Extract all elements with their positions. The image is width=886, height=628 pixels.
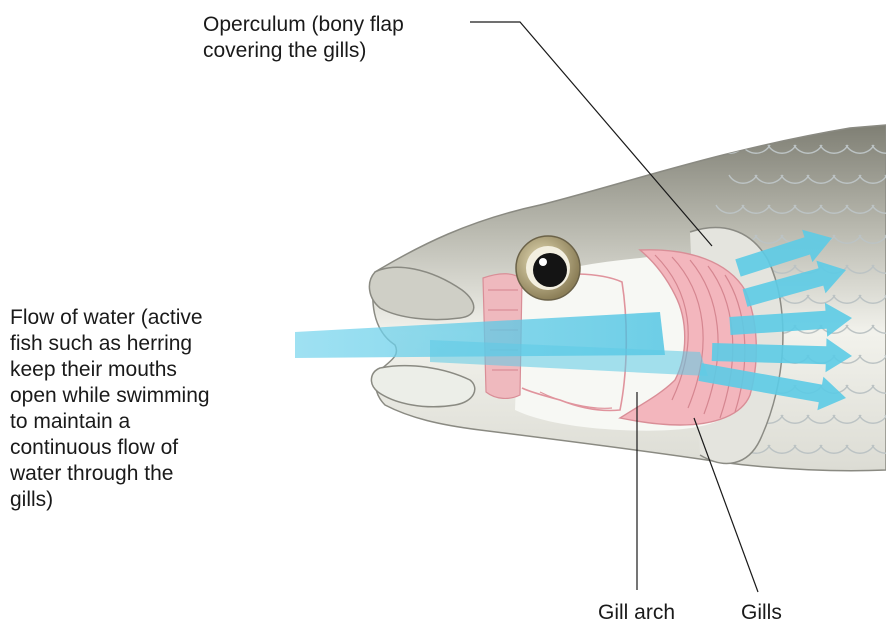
flow-label-line: Flow of water (active	[10, 305, 210, 331]
flow-label-line: to maintain a	[10, 409, 210, 435]
flow-of-water-label: Flow of water (active fish such as herri…	[10, 305, 210, 513]
flow-label-line: fish such as herring	[10, 331, 210, 357]
flow-label-line: gills)	[10, 487, 210, 513]
flow-label-line: open while swimming	[10, 383, 210, 409]
operculum-label: Operculum (bony flap covering the gills)	[203, 12, 404, 64]
operculum-label-line: covering the gills)	[203, 38, 404, 64]
flow-label-line: continuous flow of	[10, 435, 210, 461]
fish-eye	[516, 236, 580, 300]
flow-label-line: water through the	[10, 461, 210, 487]
flow-label-line: keep their mouths	[10, 357, 210, 383]
operculum-label-line: Operculum (bony flap	[203, 12, 404, 38]
gill-arch-label: Gill arch	[598, 600, 675, 626]
gills-label: Gills	[741, 600, 782, 626]
